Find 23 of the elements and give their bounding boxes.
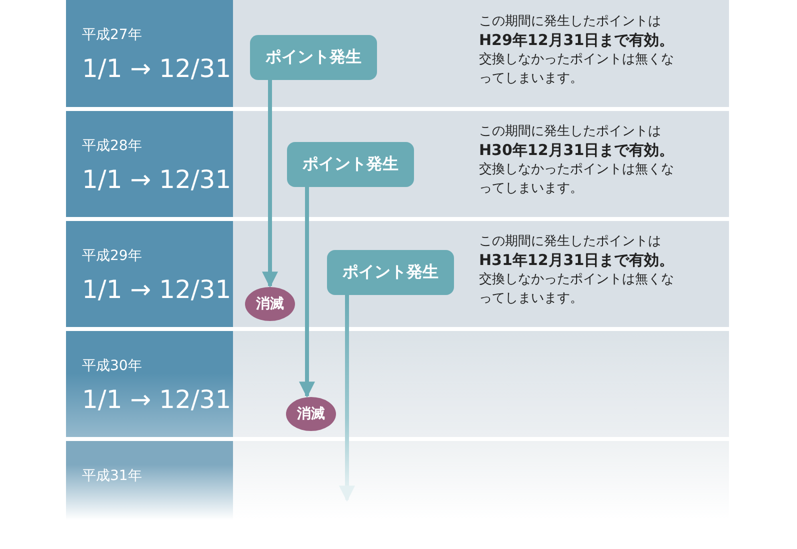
year-label: 平成28年: [82, 137, 142, 155]
event-box: ポイント発生: [327, 250, 454, 295]
year-cell: [66, 331, 233, 437]
year-cell: [66, 441, 233, 520]
year-label: 平成27年: [82, 26, 142, 44]
date-range: 1/1 → 12/31: [82, 385, 232, 414]
event-box: ポイント発生: [287, 142, 414, 187]
year-cell: [66, 0, 233, 107]
year-label: 平成30年: [82, 357, 142, 375]
note-text: この期間に発生したポイントはH31年12月31日まで有効。交換しなかったポイントは無くなってしまいます。: [479, 233, 676, 308]
arrow: [299, 187, 315, 398]
arrow: [339, 295, 355, 502]
event-box: ポイント発生: [250, 35, 377, 80]
year-label: 平成29年: [82, 247, 142, 265]
date-range: 1/1 → 12/31: [82, 275, 232, 304]
note-text: この期間に発生したポイントはH30年12月31日まで有効。交換しなかったポイントは無くなってしまいます。: [479, 123, 676, 198]
date-range: 1/1 → 12/31: [82, 165, 232, 194]
year-label: 平成31年: [82, 467, 142, 485]
date-range: 1/1 → 12/31: [82, 54, 232, 83]
note-text: この期間に発生したポイントはH29年12月31日まで有効。交換しなかったポイントは無くなってしまいます。: [479, 13, 676, 88]
year-cell: [66, 111, 233, 217]
arrow: [262, 80, 278, 288]
year-cell: [66, 221, 233, 327]
